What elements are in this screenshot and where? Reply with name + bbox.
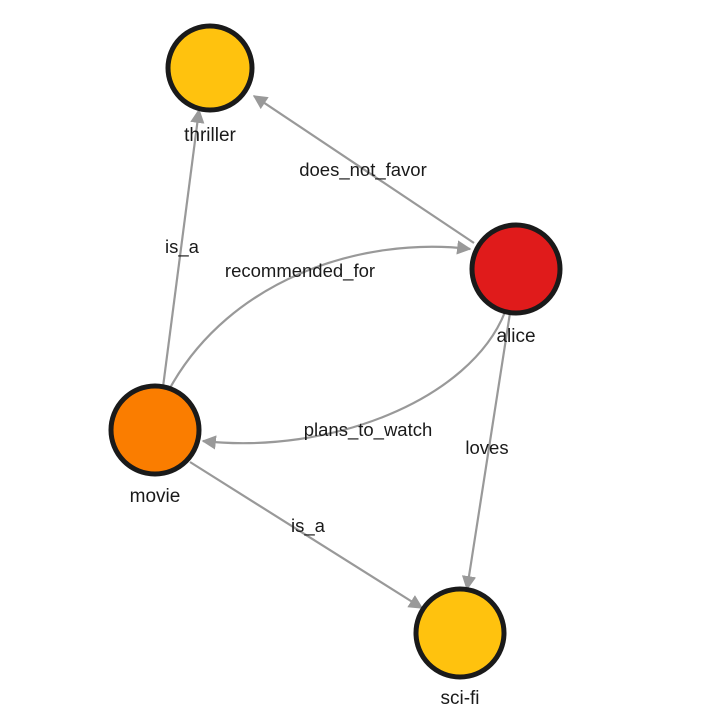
node-circle-alice[interactable] bbox=[469, 222, 563, 316]
node-alice[interactable] bbox=[469, 222, 563, 316]
node-circle-movie[interactable] bbox=[108, 383, 202, 477]
edge-label-does-not-favor: does_not_favor bbox=[299, 159, 427, 181]
edge-line-plans-to-watch bbox=[201, 311, 507, 450]
edge-line-is-a-movie-thriller bbox=[161, 108, 205, 388]
edge-recommended-for[interactable] bbox=[169, 240, 472, 389]
edge-label-recommended-for: recommended_for bbox=[225, 260, 375, 282]
edge-labels-layer: does_not_favor is_a recommended_for plan… bbox=[165, 159, 509, 537]
edge-label-is-a-movie-thriller: is_a bbox=[165, 236, 200, 258]
node-label-thriller: thriller bbox=[184, 125, 236, 146]
node-circle-sci-fi[interactable] bbox=[413, 586, 507, 680]
node-label-alice: alice bbox=[496, 326, 535, 347]
nodes-layer bbox=[108, 23, 563, 680]
node-movie[interactable] bbox=[108, 383, 202, 477]
node-label-sci-fi: sci-fi bbox=[440, 688, 479, 709]
node-thriller[interactable] bbox=[165, 23, 255, 113]
edge-plans-to-watch[interactable] bbox=[201, 311, 507, 450]
node-labels-layer: thriller alice movie sci-fi bbox=[130, 125, 536, 709]
edge-label-is-a-movie-scifi: is_a bbox=[291, 515, 326, 537]
edge-line-loves bbox=[461, 312, 512, 591]
edge-line-recommended-for bbox=[169, 240, 472, 389]
edge-label-plans-to-watch: plans_to_watch bbox=[304, 419, 433, 441]
node-circle-thriller[interactable] bbox=[165, 23, 255, 113]
node-label-movie: movie bbox=[130, 486, 181, 507]
edge-is-a-movie-thriller[interactable] bbox=[161, 108, 205, 388]
edge-label-loves: loves bbox=[465, 437, 508, 458]
edge-is-a-movie-scifi[interactable] bbox=[189, 461, 424, 609]
edge-line-does-not-favor bbox=[252, 95, 475, 244]
edge-loves[interactable] bbox=[461, 312, 512, 591]
edge-does-not-favor[interactable] bbox=[252, 95, 475, 244]
node-sci-fi[interactable] bbox=[413, 586, 507, 680]
edge-line-is-a-movie-scifi bbox=[189, 461, 424, 609]
edges-layer bbox=[161, 95, 512, 609]
